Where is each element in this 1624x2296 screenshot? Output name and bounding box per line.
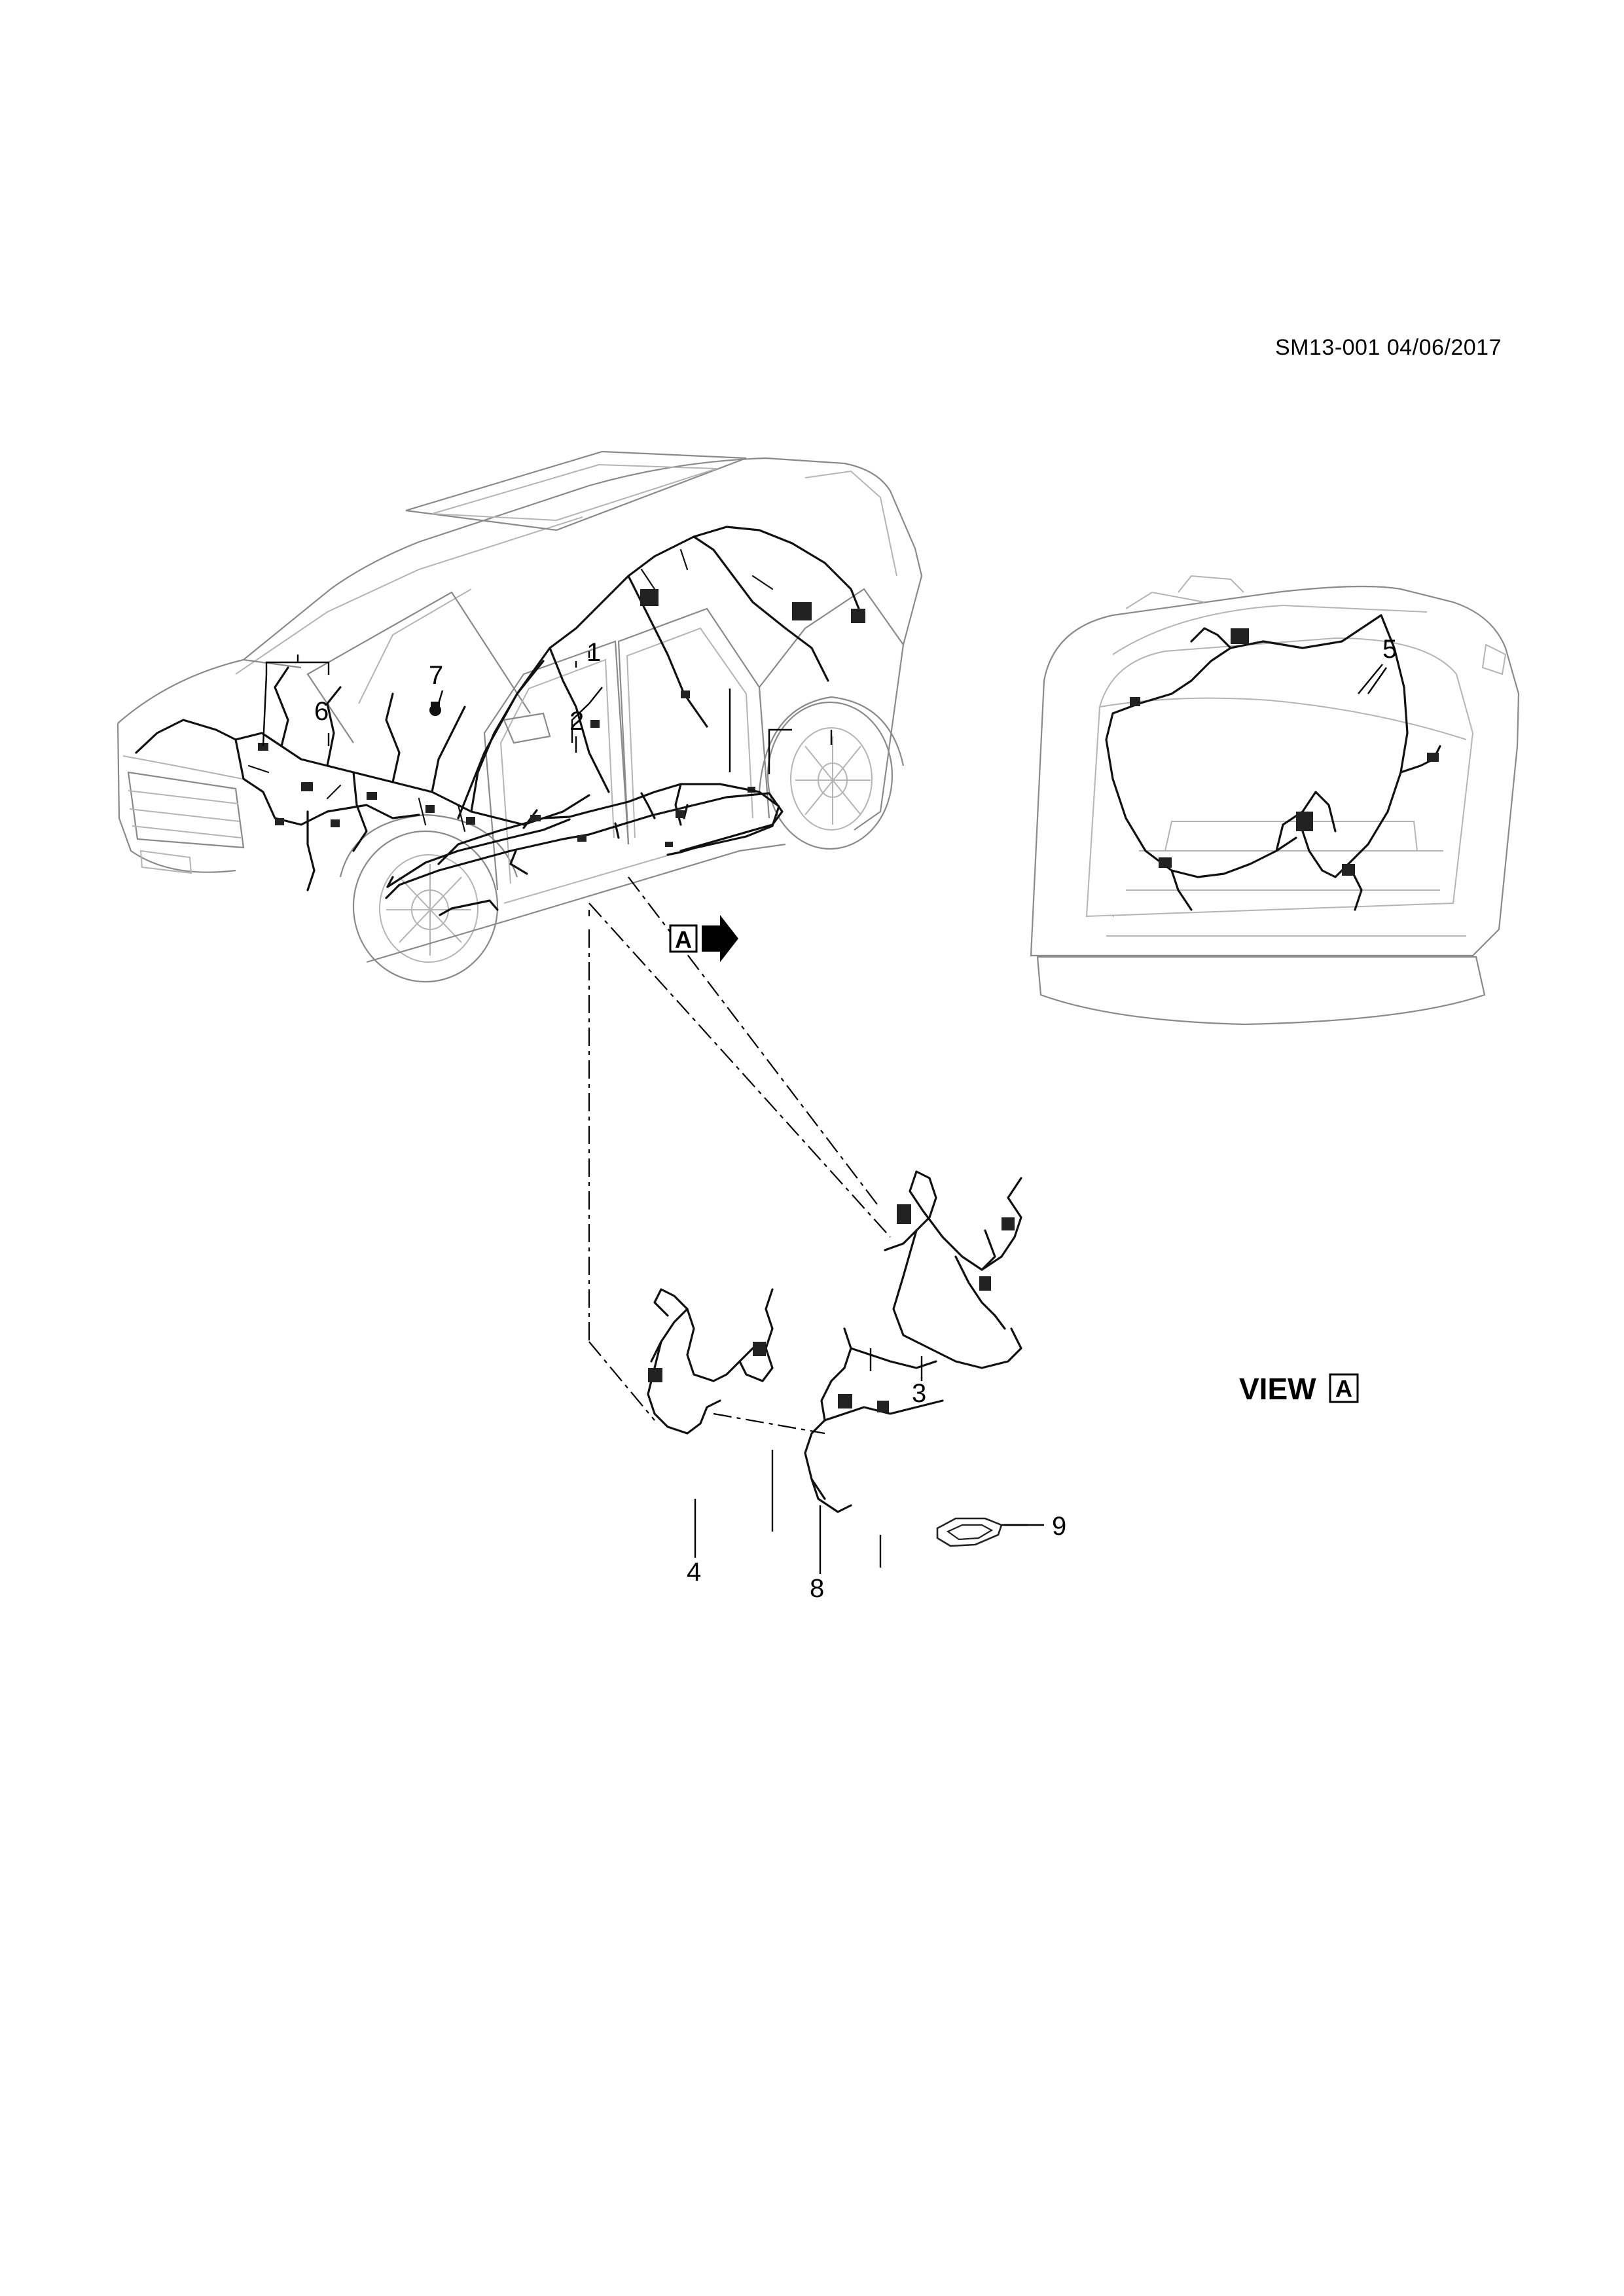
callout-1: 1	[586, 638, 601, 667]
harness-a-pillar	[457, 526, 865, 819]
harness-2	[386, 783, 780, 888]
callout-8: 8	[810, 1574, 824, 1603]
callout-leaders	[571, 651, 1383, 1568]
callout-3: 3	[912, 1379, 926, 1408]
part-9-clip	[936, 1517, 1003, 1547]
callout-leader-lines	[262, 655, 1387, 1574]
harness-3	[884, 1170, 1022, 1369]
callout-5: 5	[1382, 635, 1397, 664]
view-a-arrow-letter: A	[675, 926, 692, 953]
callout-2: 2	[569, 707, 584, 736]
harness-8	[804, 1327, 944, 1513]
callout-7: 7	[429, 661, 443, 690]
part-7-grommet	[429, 702, 441, 716]
sheet-id-date: SM13-001 04/06/2017	[1275, 335, 1502, 360]
vehicle-body-outline	[117, 450, 923, 983]
callout-4: 4	[687, 1558, 701, 1587]
view-a-label: VIEW A	[1239, 1372, 1359, 1406]
view-a-arrow: A	[669, 915, 738, 962]
harness-5-liftgate	[1105, 614, 1441, 911]
callout-6: 6	[314, 697, 329, 726]
callout-9: 9	[1052, 1512, 1066, 1541]
harness-4	[647, 1288, 774, 1435]
view-label-text: VIEW	[1239, 1372, 1316, 1406]
harness-roof	[385, 787, 784, 916]
view-label-letter: A	[1335, 1375, 1352, 1402]
